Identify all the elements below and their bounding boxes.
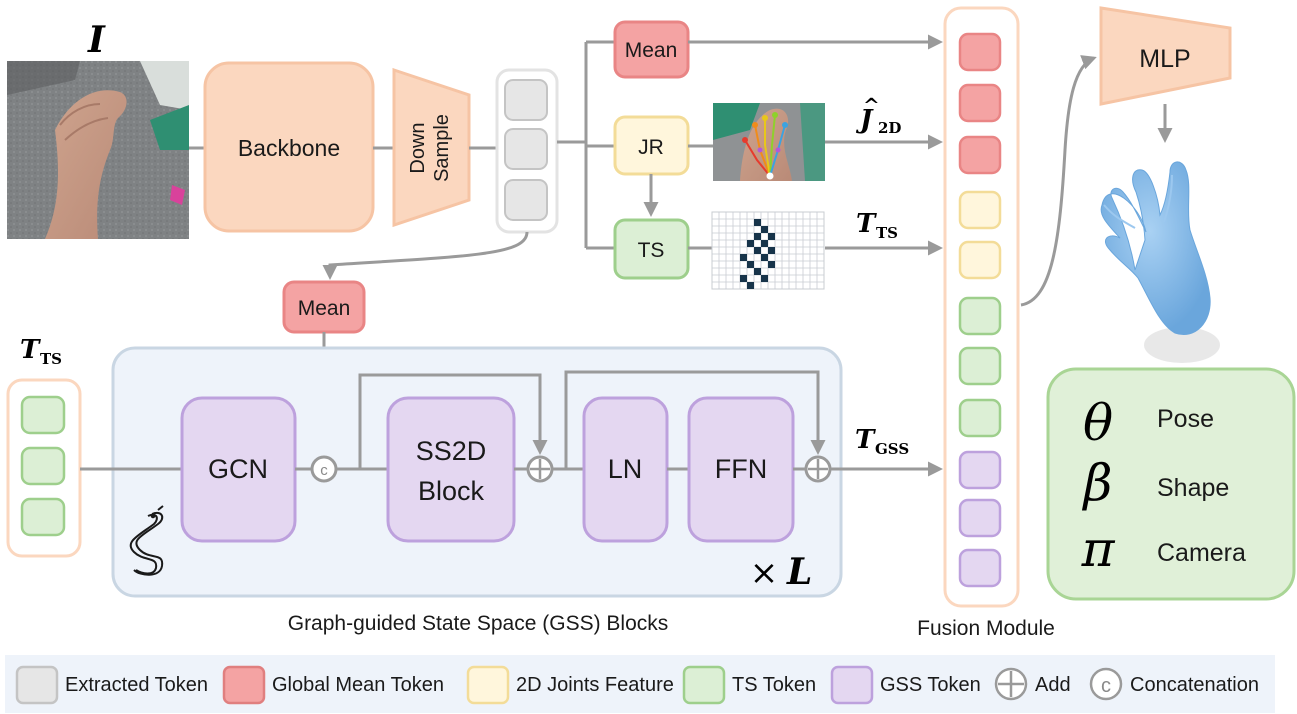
mean-top-label: Mean: [625, 39, 678, 62]
ts-grid-cell: [740, 254, 747, 261]
output-label-shape: Shape: [1157, 474, 1229, 502]
ts-grid-cell: [747, 282, 754, 289]
output-symbol-pi: π: [1081, 520, 1116, 578]
fusion-token: [958, 240, 1002, 280]
snake-icon: [129, 505, 164, 576]
outputs-panel: [1046, 367, 1296, 601]
fusion-tokens: [958, 32, 1002, 588]
ts-grid-image: [711, 211, 825, 290]
ts-grid-cell: [761, 254, 768, 261]
output-label-pose: Pose: [1157, 405, 1214, 433]
fusion-token: [958, 83, 1002, 123]
legend-swatch: [15, 665, 59, 705]
concat-symbol: c: [310, 455, 338, 483]
ts-grid-cell: [740, 275, 747, 282]
legend-concat-letter: c: [1101, 675, 1111, 697]
legend-label: Add: [1035, 674, 1071, 696]
ts-grid-cell: [768, 261, 775, 268]
ts-grid-cell: [747, 261, 754, 268]
gss-caption: Graph-guided State Space (GSS) Blocks: [288, 612, 669, 635]
tgss-label-sub: GSS: [875, 440, 909, 458]
legend-swatch: [682, 665, 726, 705]
legend-swatch: [466, 665, 510, 705]
gcn-label: GCN: [208, 454, 268, 484]
left-tts-label-main: T: [20, 335, 41, 365]
legend-label: TS Token: [732, 674, 816, 696]
ln-label: LN: [608, 454, 643, 484]
output-symbol-beta: β: [1082, 454, 1113, 512]
concat-letter: c: [320, 462, 328, 479]
ts-grid-cell: [754, 268, 761, 275]
ss2d-line2: Block: [418, 476, 485, 506]
fusion-token: [958, 190, 1002, 230]
ts-grid-cell: [761, 240, 768, 247]
tgss-label-main: T: [855, 425, 876, 455]
fusion-token: [958, 296, 1002, 336]
ts-grid-cell: [768, 247, 775, 254]
fusion-caption: Fusion Module: [917, 617, 1055, 640]
add-symbol-2: [804, 455, 832, 483]
ts-grid-cell: [754, 219, 761, 226]
legend-label: Extracted Token: [65, 674, 208, 696]
legend-label: GSS Token: [880, 674, 981, 696]
legend: Extracted Token Global Mean Token 2D Joint…: [15, 665, 1259, 705]
input-symbol: I: [87, 19, 106, 61]
ffn-label: FFN: [715, 454, 767, 484]
output-label-camera: Camera: [1157, 539, 1246, 567]
input-image: [7, 61, 189, 239]
j2d-label-main: J: [855, 105, 874, 135]
fusion-token: [958, 346, 1002, 386]
ts-label: TS: [638, 239, 665, 262]
legend-bar: [5, 655, 1275, 713]
tts-label-sub: TS: [876, 224, 898, 242]
fusion-token: [958, 498, 1002, 538]
tts-label-main: T: [856, 209, 877, 239]
fusion-token: [958, 32, 1002, 72]
legend-label: Concatenation: [1130, 674, 1259, 696]
fusion-token: [958, 450, 1002, 490]
mlp-block: [1099, 6, 1232, 106]
ts-grid-cell: [754, 247, 761, 254]
ts-grid-cell: [768, 233, 775, 240]
downsample-block: [392, 67, 471, 228]
mlp-label: MLP: [1139, 45, 1190, 73]
ts-grid-cell: [747, 240, 754, 247]
left-tts-label-sub: TS: [40, 350, 62, 368]
ts-grid-cell: [761, 275, 768, 282]
fusion-token: [958, 548, 1002, 588]
repeat-times: ×: [750, 553, 779, 593]
j2d-label-hat: ^: [863, 93, 880, 117]
left-ts-tokens: [6, 378, 82, 558]
hand-mesh-icon: [1100, 161, 1220, 363]
ts-grid-cell: [754, 233, 761, 240]
downsample-line2: Sample: [431, 114, 453, 182]
fusion-token: [958, 135, 1002, 175]
add-symbol-1: [526, 455, 554, 483]
extracted-tokens: [495, 68, 559, 234]
fusion-token: [958, 398, 1002, 438]
j2d-label-sub: 2D: [878, 119, 901, 137]
legend-label: Global Mean Token: [272, 674, 444, 696]
mean-mid-label: Mean: [298, 297, 351, 320]
backbone-label: Backbone: [238, 135, 340, 161]
joints-2d-image: [713, 103, 825, 181]
legend-swatch: [222, 665, 266, 705]
repeat-L: L: [786, 551, 812, 593]
legend-label: 2D Joints Feature: [516, 674, 674, 696]
output-symbol-theta: θ: [1083, 394, 1113, 452]
jr-label: JR: [638, 136, 664, 159]
ss2d-line1: SS2D: [416, 436, 487, 466]
downsample-line1: Down: [407, 122, 429, 173]
ts-grid-cell: [761, 226, 768, 233]
ss2d-block: [386, 396, 516, 543]
mean-top-block: [613, 20, 690, 79]
legend-swatch: [830, 665, 874, 705]
legend-concat-icon: [1089, 667, 1123, 701]
